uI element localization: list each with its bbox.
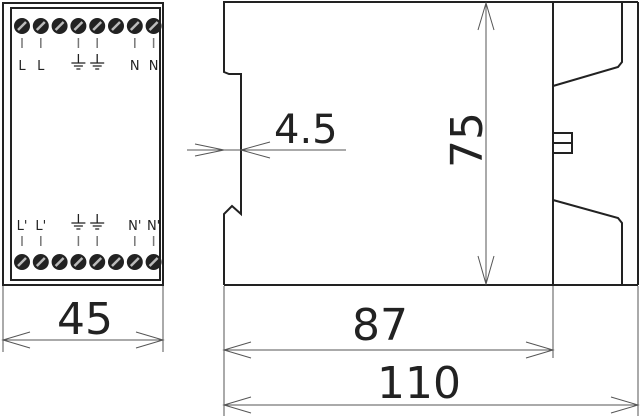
dim-width: 45 <box>57 294 113 345</box>
screw-slot <box>54 21 65 31</box>
ground-icon <box>90 54 105 70</box>
terminal-label: L' <box>17 219 28 234</box>
dim-total-depth: 110 <box>377 358 461 409</box>
front-inner-frame <box>10 7 161 281</box>
terminal-label: L' <box>35 219 46 234</box>
screw-slot <box>73 21 84 31</box>
screw-slot <box>129 21 140 31</box>
latch-icon <box>553 132 573 154</box>
cover-profile <box>552 2 623 285</box>
screw-slot <box>17 21 27 31</box>
dim-body-depth: 87 <box>352 300 408 351</box>
ground-icon <box>71 214 86 230</box>
screw-slot <box>35 21 46 31</box>
screw-slot <box>148 21 159 31</box>
screw-slot <box>129 257 140 267</box>
front-outer-frame <box>2 2 164 286</box>
side-view <box>223 1 639 286</box>
screw-slot <box>111 21 121 31</box>
dim-rail-offset: 4.5 <box>274 107 338 153</box>
dim-height: 75 <box>442 112 493 168</box>
screw-slot <box>17 257 27 267</box>
terminal-label: L <box>37 59 45 74</box>
terminal-label: N <box>130 59 140 74</box>
screw-slot <box>35 257 46 267</box>
side-outline <box>223 1 639 286</box>
ground-icon <box>90 214 105 230</box>
terminal-label: N <box>149 59 159 74</box>
screw-slot <box>111 257 121 267</box>
screw-slot <box>73 257 84 267</box>
screw-slot <box>148 257 159 267</box>
terminal-label: N' <box>128 219 141 234</box>
screw-slot <box>92 21 103 31</box>
terminal-label: L <box>18 59 26 74</box>
terminal-label: N' <box>147 219 160 234</box>
terminals <box>14 18 162 270</box>
ground-icon <box>71 54 86 70</box>
front-view: L L' L L' N N' N N' <box>2 2 164 286</box>
screw-slot <box>92 257 103 267</box>
screw-slot <box>54 257 65 267</box>
